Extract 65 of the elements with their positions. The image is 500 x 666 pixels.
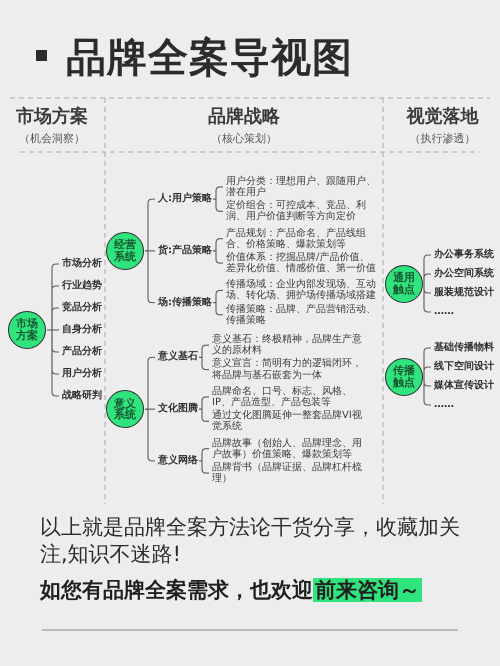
topic-circle: 经营系统 (106, 232, 144, 270)
detail-text: 用户分类：理想用户、跟随用户、潜在用户 (226, 176, 376, 198)
branch-label: …… (434, 306, 494, 318)
bracket-line (213, 250, 223, 264)
detail-text: 品牌背书（品牌证据、品牌杠杆梳理） (212, 462, 362, 484)
branch-label: 场:传播策略 (158, 296, 212, 309)
highlighted-text: 前来咨询～ (313, 578, 422, 602)
bracket-line (213, 186, 223, 200)
branch-label: 服装规范设计 (434, 287, 494, 299)
bracket-line (423, 376, 431, 406)
detail-text: 定价组合：可控成本、竞品、利润、用户价值判断等方向定价 (226, 200, 376, 222)
branch-label: 媒体宣传设计 (434, 380, 494, 392)
column-heading: 市场方案 (16, 105, 88, 128)
bracket-line (47, 329, 59, 397)
bracket-line (199, 408, 209, 422)
branch-label: 自身分析 (62, 324, 102, 336)
bracket-line (423, 282, 431, 313)
branch-label: 行业趋势 (62, 280, 102, 292)
branch-label: 货:产品策略 (158, 244, 212, 257)
bracket-line (213, 290, 223, 304)
branch-label: 基础传播物料 (434, 342, 494, 354)
topic-circle: 意义系统 (106, 390, 144, 428)
column-subheading: （核心策划） (211, 131, 277, 146)
bracket-line (199, 396, 209, 410)
bracket-line (199, 356, 209, 370)
topic-circle: 市场方案 (8, 311, 46, 349)
column-heading: 品牌战略 (208, 105, 280, 128)
branch-label: 竞品分析 (62, 302, 102, 314)
bracket-line (423, 366, 431, 378)
bracket-line (423, 273, 431, 284)
branch-label: 文化图腾 (158, 403, 198, 416)
detail-text: 意义基石：终极精神，品牌生产意义的原材料 (212, 334, 362, 356)
column-subheading: （机会洞察） (19, 131, 85, 146)
bracket-line (199, 448, 209, 462)
branch-label: 人:用户策略 (158, 193, 212, 206)
branch-label: 办公空间系统 (434, 268, 494, 280)
detail-text: 传播策略：品牌、产品营销活动、传播策略 (226, 304, 376, 326)
detail-text: 产品规划：产品命名、产品线组合、价格策略、爆款策划等 (226, 228, 376, 250)
branch-label: …… (434, 399, 494, 411)
bracket-line (199, 460, 209, 474)
call-to-action-text: 如您有品牌全案需求，也欢迎 (40, 578, 313, 602)
branch-label: 线下空间设计 (434, 361, 494, 373)
topic-circle: 传播触点 (385, 358, 423, 396)
detail-text: 品牌故事（创始人、品牌理念、用户故事）价值策略、爆款策划等 (212, 438, 362, 460)
column-subheading: （执行渗透） (410, 131, 476, 146)
title: 品牌全案导视图 (66, 34, 353, 83)
column-heading: 视觉落地 (406, 105, 478, 128)
bracket-line (213, 302, 223, 316)
topic-circle: 通用触点 (385, 264, 423, 302)
detail-text: 价值体系：挖掘品牌/产品价值、差异化价值、情感价值、第一价值 (226, 252, 376, 274)
bracket-line (199, 344, 209, 358)
bracket-line (213, 198, 223, 212)
detail-text: 通过文化图腾延伸一整套品牌VI视觉系统 (212, 410, 362, 432)
detail-text: 传播场域：企业内部发现场、互动场、转化场、拥护场传播场域搭建 (226, 279, 376, 302)
detail-text: 意义宣言：简明有力的逻辑闭环，将品牌与基石嵌套为一体 (212, 358, 362, 381)
branch-label: 用户分析 (62, 368, 102, 380)
branch-label: 意义网络 (158, 454, 198, 467)
branch-label: 意义基石 (158, 351, 198, 364)
branch-label: 办公事务系统 (434, 249, 494, 261)
branch-label: 产品分析 (62, 346, 102, 358)
bracket-line (213, 238, 223, 252)
closing-text: 以上就是品牌全案方法论干货分享，收藏加关注,知识不迷路! (40, 514, 461, 568)
branch-label: 战略研判 (62, 390, 102, 402)
detail-text: 品牌命名、口号、标志、风格、IP、产品造型、产品包装等 (212, 386, 362, 408)
branch-label: 市场分析 (62, 258, 102, 270)
